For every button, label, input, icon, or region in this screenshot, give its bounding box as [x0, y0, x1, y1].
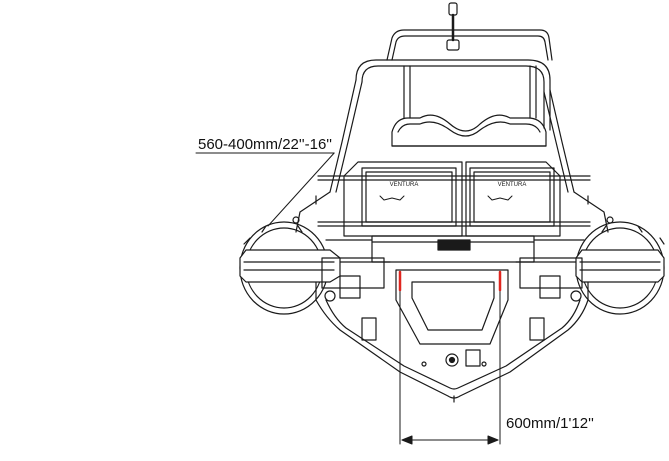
console-boxes — [317, 161, 591, 237]
spacing-dimension — [399, 281, 501, 445]
t-top-legs — [295, 79, 609, 233]
console-logo-marks: VENTURA VENTURA VENTURA — [390, 182, 527, 248]
left-tube — [239, 216, 385, 315]
mount-markers — [398, 270, 502, 292]
console-logo-left: VENTURA — [390, 182, 419, 188]
mount-spacing-label: 600mm/1'12'' — [506, 415, 594, 432]
t-top-frame — [355, 29, 553, 131]
console-seat-back — [391, 114, 547, 147]
right-tube — [519, 216, 665, 315]
tube-diameter-label: 560-400mm/22''-16'' — [198, 136, 332, 153]
deck-plate — [325, 235, 585, 263]
tube-label-leader — [195, 152, 335, 227]
hull — [315, 261, 589, 403]
console-logo-right: VENTURA — [498, 182, 527, 188]
antenna — [446, 2, 460, 51]
